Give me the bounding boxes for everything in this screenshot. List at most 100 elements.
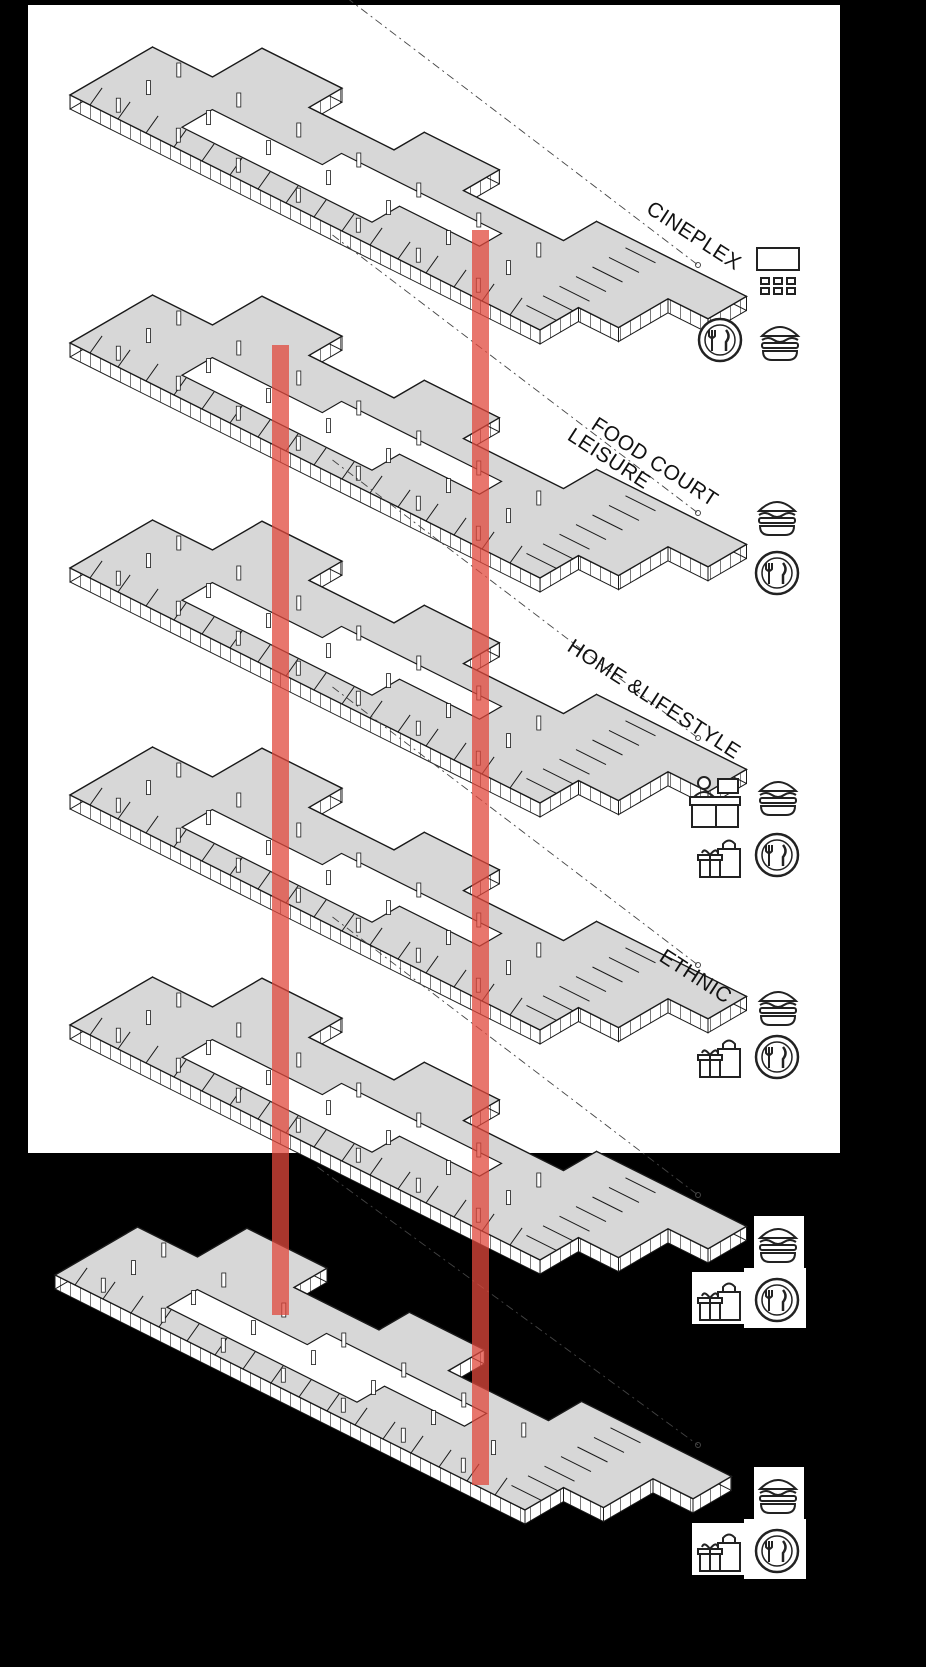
atrium-void	[180, 1038, 503, 1177]
shop-partition	[341, 213, 355, 232]
column	[176, 762, 182, 778]
shop-partition	[201, 391, 215, 410]
floor-plate-6	[53, 1166, 733, 1525]
column	[446, 1160, 451, 1175]
shop-partition	[313, 199, 327, 218]
shop-partition	[145, 115, 159, 134]
shop-partition	[145, 588, 159, 607]
column	[236, 340, 242, 356]
shop-partition	[242, 1351, 256, 1370]
shop-partition	[625, 720, 656, 737]
column	[236, 565, 242, 581]
screen-seating-icon	[756, 247, 800, 295]
floor-plate-5	[68, 916, 748, 1275]
shop-partition	[526, 552, 557, 569]
column	[506, 960, 511, 975]
shop-partition	[201, 843, 215, 862]
column	[236, 1022, 242, 1038]
column	[175, 600, 181, 616]
shop-partition	[560, 1456, 592, 1473]
shop-partition	[257, 644, 271, 663]
column	[311, 1350, 316, 1365]
shop-partition	[397, 714, 411, 733]
column	[416, 430, 422, 446]
shop-partition	[494, 1477, 508, 1496]
shop-partition	[425, 955, 439, 974]
shop-partition	[453, 1199, 467, 1218]
guide-line	[332, 234, 699, 514]
shop-partition	[369, 227, 383, 246]
shop-partition	[425, 1185, 439, 1204]
column	[146, 80, 151, 95]
column	[146, 553, 151, 568]
shop-partition	[509, 997, 523, 1016]
floor-icon-groups	[689, 247, 806, 1579]
column	[536, 242, 542, 258]
column	[461, 1392, 467, 1408]
shop-partition	[559, 985, 590, 1002]
shop-partition	[592, 739, 623, 756]
column	[115, 570, 121, 586]
shop-partition	[425, 728, 439, 747]
column	[355, 690, 361, 706]
shop-partition	[438, 1449, 452, 1468]
column	[206, 110, 211, 125]
column	[235, 857, 241, 873]
column	[356, 152, 362, 168]
shop-partition	[201, 1073, 215, 1092]
shop-partition	[544, 1465, 575, 1482]
shop-partition	[542, 1225, 574, 1242]
column	[415, 495, 421, 511]
column	[161, 1242, 167, 1258]
shop-partition	[453, 517, 467, 536]
column	[236, 792, 242, 808]
shop-partition	[145, 815, 159, 834]
column	[340, 1397, 346, 1413]
shop-partition	[509, 770, 523, 789]
column	[295, 435, 301, 451]
shop-partition	[369, 700, 383, 719]
column	[400, 1427, 406, 1443]
column	[506, 733, 511, 748]
shop-partition	[117, 349, 131, 368]
shop-partition	[89, 335, 103, 354]
icon-group-floor-5	[692, 1216, 806, 1328]
column	[296, 822, 302, 838]
guide-line	[317, 1166, 699, 1446]
shop-partition	[509, 1014, 541, 1031]
column	[296, 1052, 302, 1068]
column	[176, 992, 182, 1008]
column	[100, 1277, 106, 1293]
shop-partition	[509, 1227, 523, 1246]
shop-partition	[397, 941, 411, 960]
column	[221, 1272, 227, 1288]
floor-plates	[53, 0, 748, 1525]
column	[326, 643, 331, 658]
column	[220, 1337, 226, 1353]
guide-end-dot	[695, 1442, 701, 1448]
burger-icon	[757, 1228, 799, 1263]
column	[446, 703, 451, 718]
guide-end-dot	[695, 735, 701, 741]
column	[296, 122, 302, 138]
shop-partition	[559, 1215, 590, 1232]
shop-partition	[89, 560, 103, 579]
column	[491, 1440, 496, 1455]
column	[266, 140, 271, 156]
column	[115, 97, 121, 113]
shop-partition	[575, 524, 607, 541]
column	[386, 673, 391, 688]
column	[355, 217, 361, 233]
burger-icon	[757, 1479, 799, 1514]
shop-partition	[453, 969, 467, 988]
shop-partition	[526, 1234, 557, 1251]
shop-partition	[74, 1267, 88, 1286]
column	[536, 942, 542, 958]
column	[236, 92, 242, 108]
column	[176, 535, 182, 551]
shop-partition	[341, 461, 355, 480]
column	[415, 720, 421, 736]
shop-partition	[625, 495, 656, 512]
column	[295, 1117, 301, 1133]
shop-partition	[608, 1186, 640, 1203]
